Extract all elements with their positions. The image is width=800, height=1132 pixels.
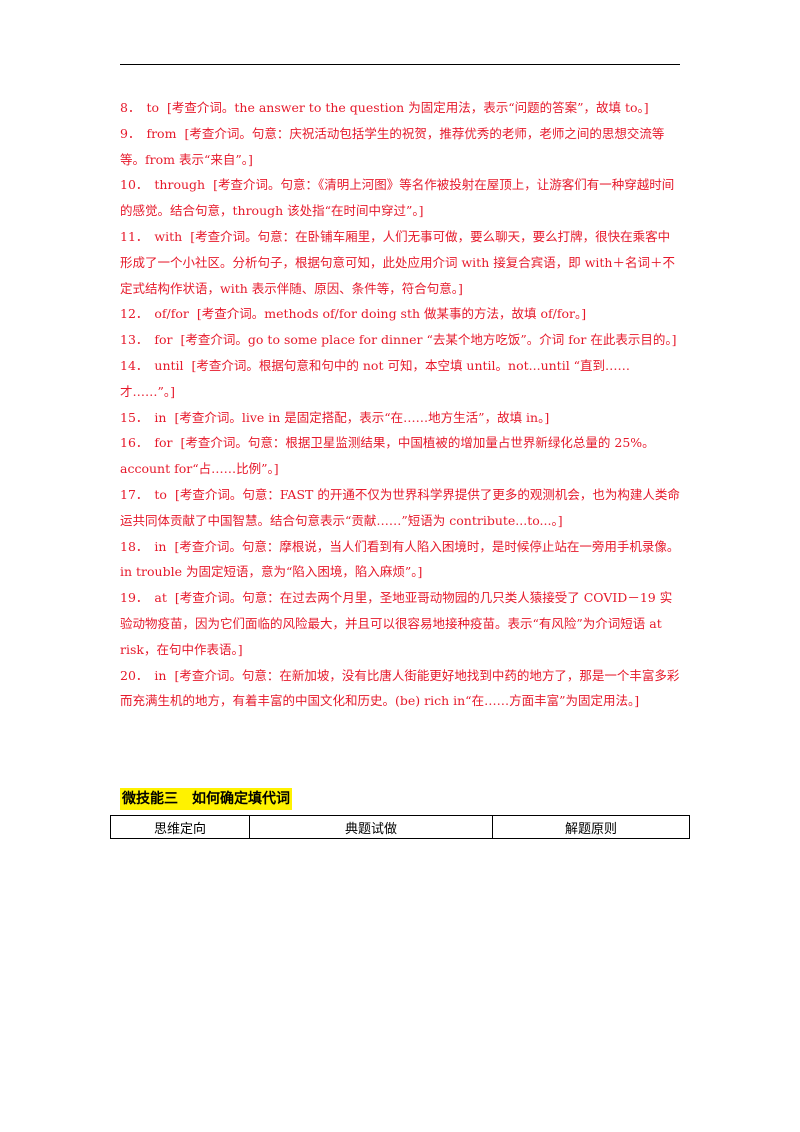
answer-item: 11． with[考查介词。句意：在卧铺车厢里，人们无事可做，要么聊天，要么打牌，… [120,224,680,301]
answer-item: 15． in [考查介词。live in 是固定搭配，表示“在……地方生活”，故填 … [120,405,680,431]
table-header-cell: 思维定向 [110,815,250,839]
answer-item: 19． at[考查介词。句意：在过去两个月里，圣地亚哥动物园的几只类人猿接受了 C… [120,585,680,662]
answer-item: 13． for [考查介词。go to some place for dinner … [120,327,680,353]
answer-explanation: [考查介词。live in 是固定搭配，表示“在……地方生活”，故填 in。] [174,409,550,425]
answer-explanation: [考查介词。句意：在过去两个月里，圣地亚哥动物园的几只类人猿接受了 COVID－… [120,590,673,657]
answer-item: 10． through[考查介词。句意：《清明上河图》等名作被投射在屋顶上，让游客… [120,172,680,224]
answer-number: 14． [120,357,149,373]
answer-number: 16． [120,435,149,451]
answer-word: for [154,332,173,348]
answer-explanation: [考查介词。the answer to the question 为固定用法，表… [167,100,649,115]
method-table: 思维定向 典题试做 解题原则 [110,815,690,839]
table-header-cell: 解题原则 [492,815,690,839]
answer-explanation: [考查介词。go to some place for dinner “去某个地方… [180,332,677,348]
answer-word: from [146,125,177,141]
answer-list: 8． to [考查介词。the answer to the question 为固定… [120,95,680,714]
header-rule [120,64,680,65]
answer-word: until [154,357,184,373]
answer-explanation: [考查介词。句意：庆祝活动包括学生的祝贺，推荐优秀的老师，老师之间的思想交流等等… [120,125,665,167]
answer-word: to [146,100,160,115]
answer-explanation: [考查介词。句意：摩根说，当人们看到有人陷入困境时，是时候停止站在一旁用手机录像… [120,538,680,580]
answer-number: 15． [120,409,149,425]
answer-item: 20． in[考查介词。句意：在新加坡，没有比唐人街能更好地找到中药的地方了，那是… [120,663,680,715]
answer-explanation: [考查介词。句意：根据卫星监测结果，中国植被的增加量占世界新绿化总量的 25%。… [120,435,655,477]
answer-number: 12． [120,306,149,322]
answer-number: 8． [120,100,141,115]
answer-item: 9． from[考查介词。句意：庆祝活动包括学生的祝贺，推荐优秀的老师，老师之间的… [120,121,680,173]
answer-item: 12． of/for [考查介词。methods of/for doing sth … [120,301,680,327]
answer-explanation: [考查介词。句意：在新加坡，没有比唐人街能更好地找到中药的地方了，那是一个丰富多… [120,667,680,709]
answer-word: in [154,538,167,554]
answer-item: 18． in[考查介词。句意：摩根说，当人们看到有人陷入困境时，是时候停止站在一旁… [120,534,680,586]
section-heading: 微技能三 如何确定填代词 [120,788,292,810]
table-header-cell: 典题试做 [248,815,494,839]
answer-number: 11． [120,228,149,244]
answer-number: 18． [120,538,149,554]
answer-number: 17． [120,486,149,502]
answer-explanation: [考查介词。根据句意和句中的 not 可知，本空填 until。not...un… [120,357,631,399]
answer-word: for [154,435,173,451]
answer-number: 9． [120,125,141,141]
answer-number: 10． [120,177,149,193]
answer-explanation: [考查介词。句意：FAST 的开通不仅为世界科学界提供了更多的观测机会，也为构建… [120,486,680,528]
answer-word: of/for [154,306,189,322]
answer-word: to [154,486,167,502]
answer-word: at [154,590,167,606]
answer-word: through [154,177,206,193]
answer-explanation: [考查介词。methods of/for doing sth 做某事的方法，故填… [196,306,587,322]
answer-number: 13． [120,332,149,348]
answer-explanation: [考查介词。句意：《清明上河图》等名作被投射在屋顶上，让游客们有一种穿越时间的感… [120,177,675,219]
answer-word: in [154,409,167,425]
answer-explanation: [考查介词。句意：在卧铺车厢里，人们无事可做，要么聊天，要么打牌，很快在乘客中形… [120,228,675,296]
table-header-row: 思维定向 典题试做 解题原则 [110,815,690,839]
answer-item: 14． until[考查介词。根据句意和句中的 not 可知，本空填 until。… [120,353,680,405]
answer-word: in [154,667,167,683]
answer-number: 19． [120,590,149,606]
answer-item: 16． for[考查介词。句意：根据卫星监测结果，中国植被的增加量占世界新绿化总量… [120,430,680,482]
answer-word: with [154,228,183,244]
answer-item: 8． to [考查介词。the answer to the question 为固定… [120,95,680,121]
answer-number: 20． [120,667,149,683]
answer-item: 17． to[考查介词。句意：FAST 的开通不仅为世界科学界提供了更多的观测机会… [120,482,680,534]
